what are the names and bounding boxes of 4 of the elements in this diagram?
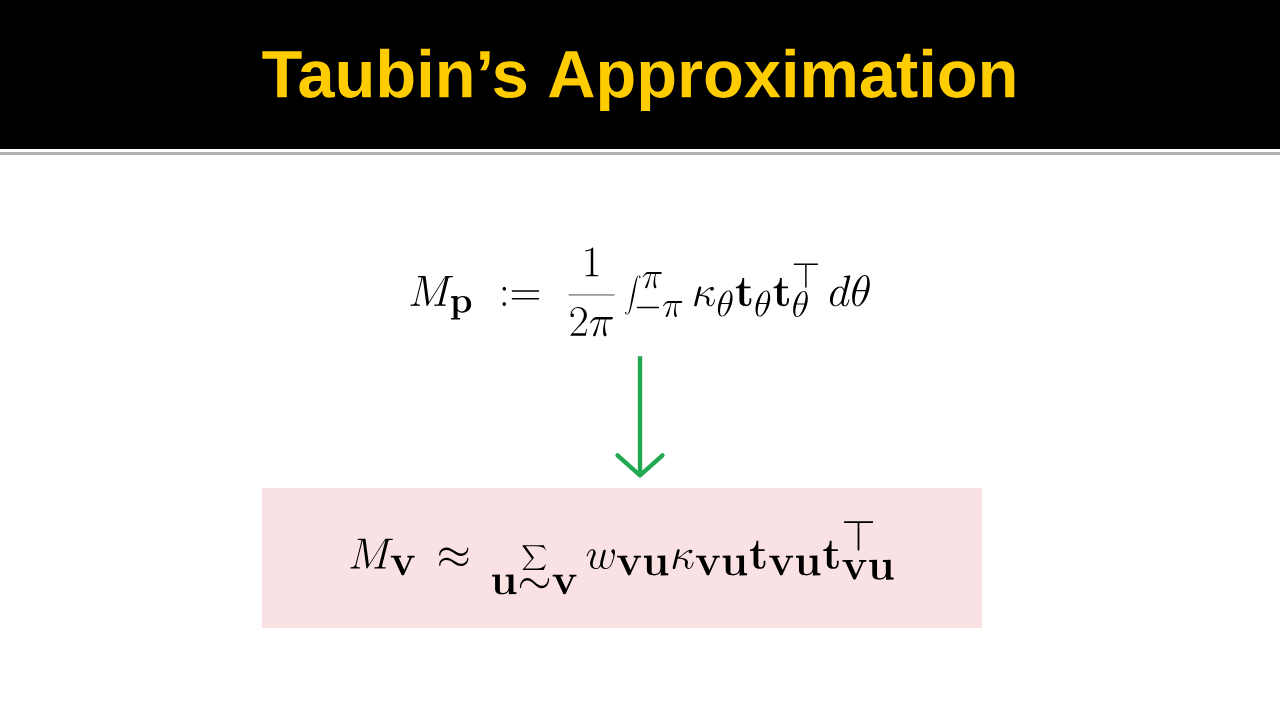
slide-title: Taubin’s Approximation [262, 48, 1015, 112]
highlighted-formula-box: $M_{\mathbf{v}} \approx \sum_{\mathbf{u}\sim\mathbf{v}} w_{\mathbf{vu}} \kappa_{\mathbf{vu}} \mathbf{t}_{\mathbf{vu}} \mathbf{t}_{\mathbf{vu}}^\top$ [262, 488, 982, 628]
arrow [615, 356, 665, 478]
formula: $M_{\mathbf{p}} := \frac{1}{2\pi}\int_{-\pi}^{\pi} \kappa_\theta \mathbf{t}_\theta \mathbf{t}_\theta^\top \, d\theta$ [410, 247, 870, 337]
